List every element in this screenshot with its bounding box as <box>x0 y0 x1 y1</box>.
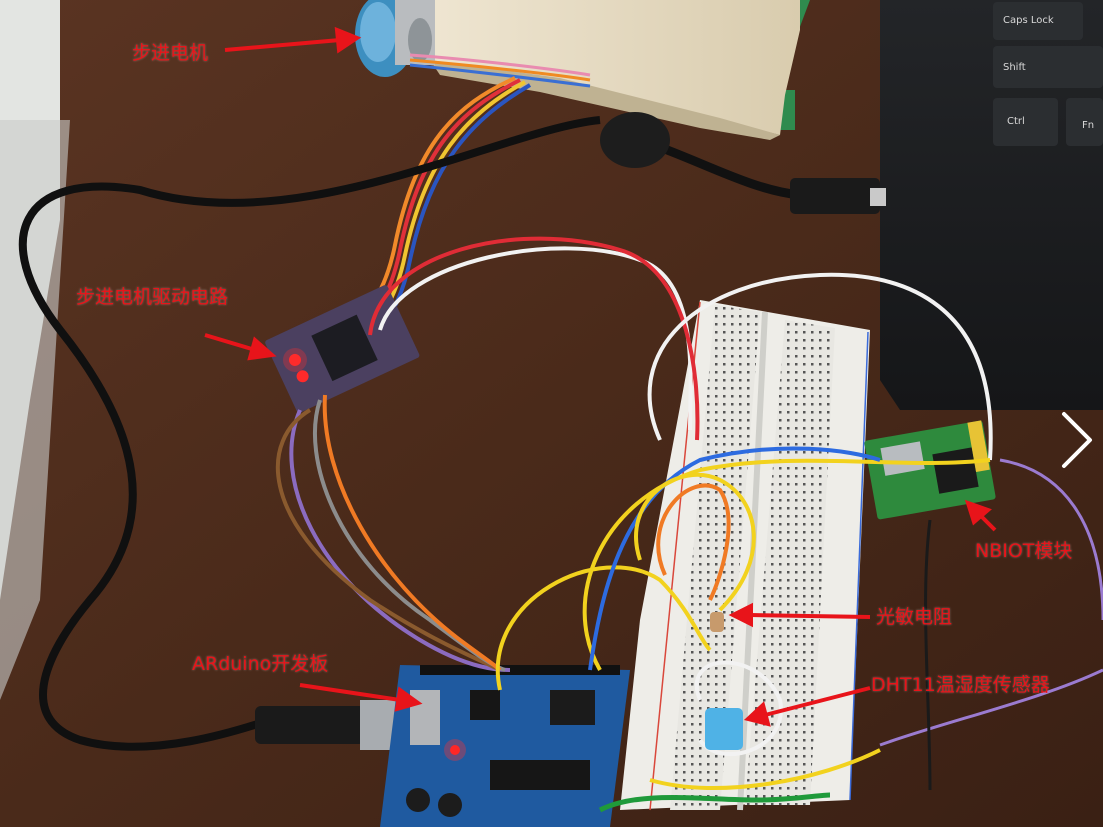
key-shift-label: Shift <box>1003 62 1026 73</box>
label-nbiot-module: NBIOT模块 <box>975 540 1073 562</box>
stepper-motor <box>355 0 435 77</box>
wire-yellow-1 <box>495 565 712 691</box>
chevron-right-icon <box>1062 412 1092 468</box>
key-fn-label: Fn <box>1082 120 1094 131</box>
wire-yellow-3 <box>634 472 756 612</box>
label-photoresistor: 光敏电阻 <box>876 606 953 628</box>
arrowhead-nbiot <box>964 499 992 526</box>
ferrite-bead <box>600 112 670 168</box>
arrow-photoresistor <box>749 613 871 619</box>
arrow-stepper-motor <box>224 38 341 52</box>
wire-purple-1 <box>289 409 511 672</box>
wire-orange-2 <box>656 483 731 601</box>
wire-red-1 <box>368 236 700 441</box>
wire-white-3 <box>695 660 783 757</box>
key-caps-lock <box>993 2 1083 40</box>
arrow-dht11 <box>764 686 871 717</box>
key-fn <box>1066 98 1103 146</box>
motor-cable-orange <box>409 58 591 82</box>
background-floor <box>0 120 70 700</box>
stepper-driver-board <box>265 285 420 413</box>
key-shift <box>993 46 1103 88</box>
usb-connector-laptop <box>790 178 880 214</box>
nbiot-board <box>864 420 996 520</box>
arrow-stepper-driver <box>204 333 256 352</box>
arrowhead-stepper-driver <box>247 336 277 361</box>
label-dht11: DHT11温湿度传感器 <box>871 674 1050 696</box>
annotation-arrows <box>204 26 997 727</box>
dht11-sensor <box>705 708 743 750</box>
arrowhead-arduino <box>394 686 423 712</box>
wire-blue-1 <box>588 446 881 671</box>
wire-brown-1 <box>275 408 501 672</box>
key-ctrl <box>993 98 1058 146</box>
wire-orange-1 <box>322 394 502 672</box>
key-caps-lock-label: Caps Lock <box>1003 15 1054 26</box>
motor-cable-blue <box>409 63 591 88</box>
usb-connector-arduino <box>255 706 365 744</box>
wire-purple-2 <box>999 458 1103 621</box>
motor-cable-pink <box>409 53 591 77</box>
label-stepper-driver: 步进电机驱动电路 <box>76 286 229 308</box>
arrowhead-photoresistor <box>728 602 753 628</box>
photoresistor-component <box>710 612 724 632</box>
wire-yellow-2 <box>582 458 991 671</box>
key-ctrl-label: Ctrl <box>1007 116 1025 127</box>
paper-roll <box>420 0 800 135</box>
wire-yellow-4 <box>649 748 881 790</box>
wire-white-2 <box>647 272 993 461</box>
breadboard <box>620 300 870 811</box>
label-stepper-motor: 步进电机 <box>132 42 209 64</box>
wire-black-antenna <box>924 519 932 791</box>
next-image-button[interactable] <box>1050 408 1100 472</box>
label-arduino: ARduino开发板 <box>192 653 329 675</box>
usb-plug-laptop <box>870 188 886 206</box>
arrow-arduino <box>299 683 401 702</box>
wire-purple-3 <box>879 668 1103 747</box>
black-cable-loop <box>18 116 601 751</box>
arduino-board <box>380 665 630 827</box>
wire-white-1 <box>378 246 693 431</box>
arrowhead-dht11 <box>743 701 771 727</box>
arrow-nbiot <box>978 513 997 532</box>
arrowhead-stepper-motor <box>334 26 362 54</box>
laptop-keyboard: Caps Lock Shift Ctrl Fn <box>993 2 1103 146</box>
wire-green-1 <box>598 792 831 813</box>
